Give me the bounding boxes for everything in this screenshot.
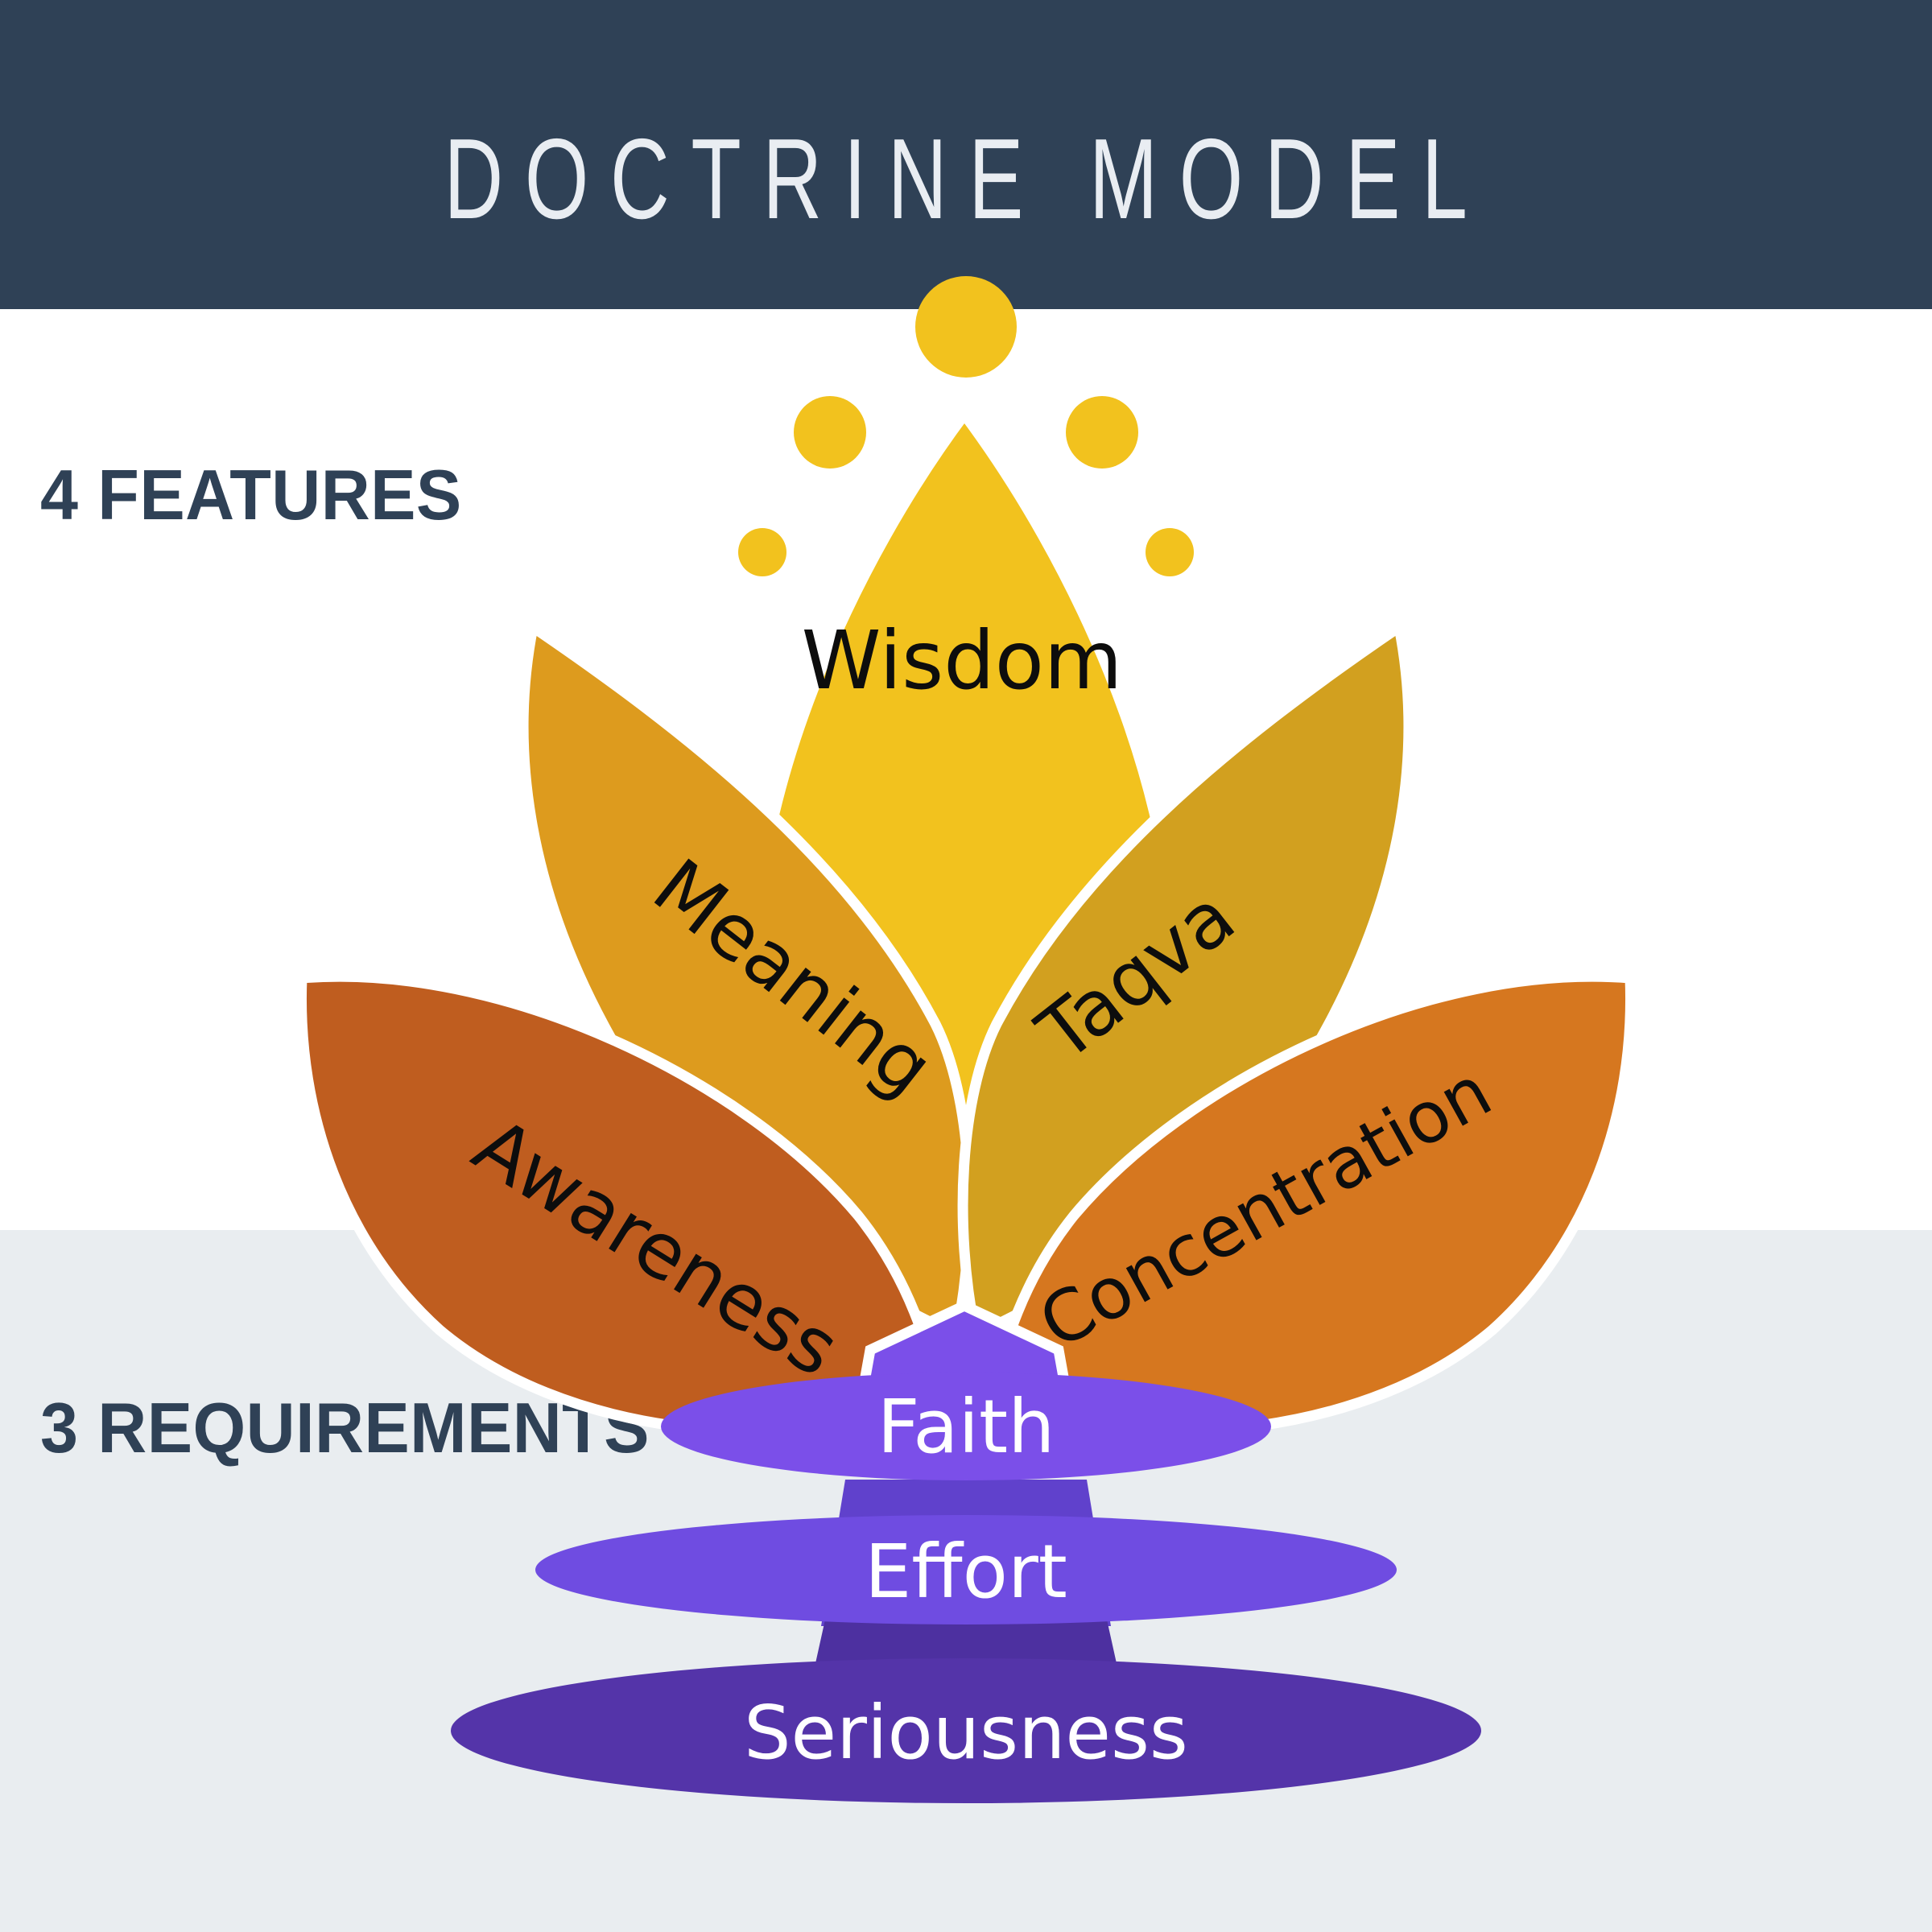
dot-top-icon <box>915 276 1017 378</box>
features-section-label: 4 FEATURES <box>40 455 462 535</box>
dot-mid-right-icon <box>1066 396 1138 469</box>
dot-small-right-icon <box>1146 528 1194 576</box>
header-title-wrap: DOCTRINE MODEL <box>0 122 1932 237</box>
dot-mid-left-icon <box>794 396 866 469</box>
pollen-dots <box>738 276 1194 576</box>
requirements-stack <box>451 1299 1481 1803</box>
header-band <box>0 0 1932 309</box>
effort-label: Effort <box>865 1529 1067 1615</box>
wisdom-label: Wisdom <box>802 613 1123 708</box>
dot-small-left-icon <box>738 528 786 576</box>
faith-label: Faith <box>877 1384 1055 1470</box>
seriousness-ellipse <box>451 1658 1481 1803</box>
seriousness-label: Seriousness <box>744 1690 1188 1776</box>
effort-ellipse <box>535 1515 1397 1624</box>
petals <box>295 406 1637 1438</box>
page-title: DOCTRINE MODEL <box>443 115 1489 243</box>
requirements-section-label: 3 REQUIREMENTS <box>40 1388 650 1468</box>
faith-ellipse <box>661 1373 1271 1480</box>
